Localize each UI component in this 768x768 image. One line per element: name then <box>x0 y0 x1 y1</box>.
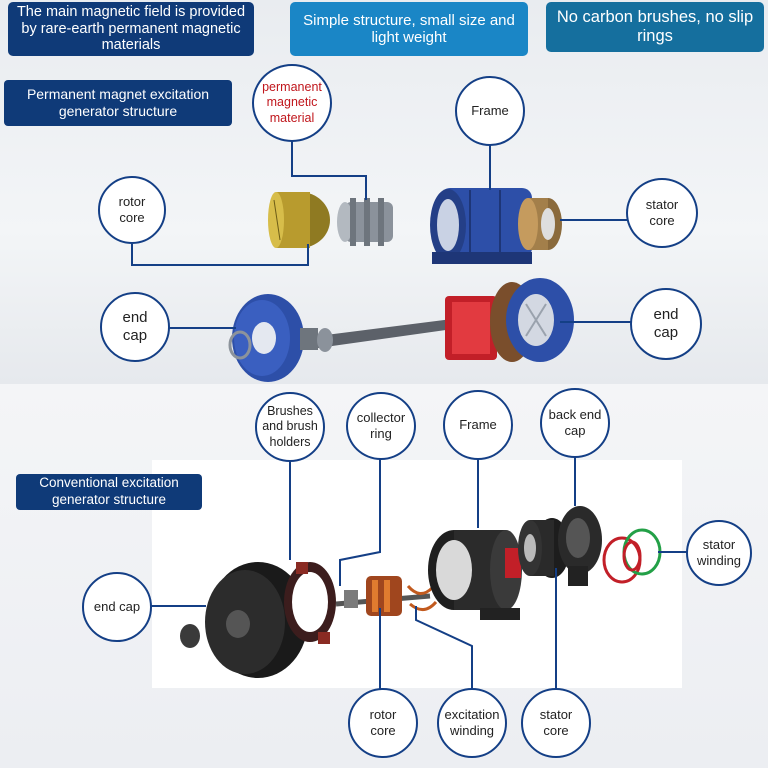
callout-brushes-and-brush-holders: Brushes and brush holders <box>255 392 325 462</box>
frame-bottom-illustration <box>428 530 522 620</box>
top-leader-lines <box>131 132 632 329</box>
callout-stator-winding: stator winding <box>686 520 752 586</box>
end-cap-left-illustration <box>228 294 318 382</box>
callout-collector-ring: collector ring <box>346 392 416 460</box>
no-brushes-banner: No carbon brushes, no slip rings <box>546 2 764 52</box>
callout-rotor-core-top: rotor core <box>98 176 166 244</box>
stator-core-illustration <box>518 198 562 250</box>
back-end-cap-illustration <box>558 506 602 586</box>
callout-frame-top: Frame <box>455 76 525 146</box>
brush-holder-illustration <box>284 562 336 644</box>
magnet-rotor-illustration <box>337 198 393 246</box>
callout-back-end-cap: back end cap <box>540 388 610 458</box>
simple-structure-banner: Simple structure, small size and light w… <box>290 2 528 56</box>
callout-excitation-winding: excitation winding <box>437 688 507 758</box>
rare-earth-banner: The main magnetic field is provided by r… <box>8 2 254 56</box>
frame-illustration <box>430 188 532 264</box>
rotor-illustration <box>335 576 438 616</box>
callout-end-cap-right: end cap <box>630 288 702 360</box>
bottom-leader-lines <box>150 456 690 690</box>
end-cap-right-illustration <box>445 278 574 362</box>
callout-end-cap-left: end cap <box>100 292 170 362</box>
shaft-illustration <box>317 318 460 352</box>
callout-end-cap-bottom: end cap <box>82 572 152 642</box>
stator-winding-illustration <box>602 528 662 584</box>
callout-stator-core-bottom: stator core <box>521 688 591 758</box>
callout-stator-core-top: stator core <box>626 178 698 248</box>
callout-rotor-core-bottom: rotor core <box>348 688 418 758</box>
callout-frame-bottom: Frame <box>443 390 513 460</box>
conventional-section-label: Conventional excitation generator struct… <box>16 474 202 510</box>
callout-permanent-magnetic-material: permanent magnetic material <box>252 64 332 142</box>
permanent-section-label: Permanent magnet excitation generator st… <box>4 80 232 126</box>
rotor-core-illustration <box>268 192 330 248</box>
end-cap-bottom-illustration <box>180 562 308 678</box>
